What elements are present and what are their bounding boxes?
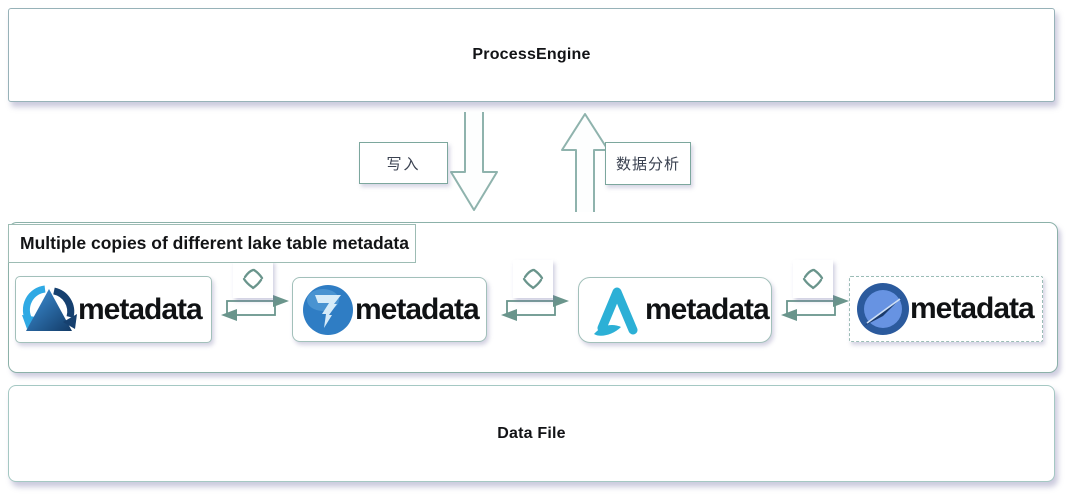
- metadata-node-1-label: metadata: [78, 292, 203, 326]
- bidirectional-loop-arrow-3: [781, 295, 849, 321]
- cyan-a-wave-logo-icon: [594, 287, 638, 336]
- up-arrow-icon: [561, 113, 609, 212]
- triangle-cycle-logo-icon: [22, 285, 77, 331]
- metadata-node-3-label: metadata: [645, 293, 770, 326]
- data-file-panel: Data File: [8, 385, 1055, 482]
- sync-badge-1: [233, 260, 273, 298]
- sync-badge-3: [793, 260, 833, 298]
- metadata-node-2-label: metadata: [355, 292, 480, 326]
- down-arrow-icon: [450, 112, 498, 211]
- bidirectional-loop-arrow-1: [221, 295, 289, 321]
- metadata-group-title: Multiple copies of different lake table …: [20, 233, 409, 253]
- metadata-node-4: metadata: [849, 276, 1043, 342]
- metadata-node-3: metadata: [578, 277, 772, 343]
- sync-diamond-icon: [802, 268, 824, 290]
- metadata-group-title-tab: Multiple copies of different lake table …: [8, 224, 416, 263]
- blue-sphere-funnel-logo-icon: [303, 284, 353, 335]
- write-flow-text: 写入: [386, 155, 421, 173]
- metadata-node-1: metadata: [15, 276, 212, 343]
- metadata-node-4-label: metadata: [910, 292, 1035, 325]
- sync-diamond-icon: [522, 268, 544, 290]
- analysis-flow-label: 数据分析: [605, 142, 691, 185]
- metadata-node-2: metadata: [292, 277, 487, 342]
- write-flow-label: 写入: [359, 142, 448, 184]
- sync-diamond-icon: [242, 268, 264, 290]
- analysis-flow-text: 数据分析: [615, 156, 680, 173]
- bidirectional-loop-arrow-2: [501, 295, 569, 321]
- sync-badge-2: [513, 260, 553, 298]
- process-engine-panel: ProcessEngine: [8, 8, 1055, 102]
- blue-circle-dart-logo-icon: [857, 283, 909, 335]
- process-engine-title: ProcessEngine: [472, 46, 591, 63]
- data-file-title: Data File: [497, 424, 566, 442]
